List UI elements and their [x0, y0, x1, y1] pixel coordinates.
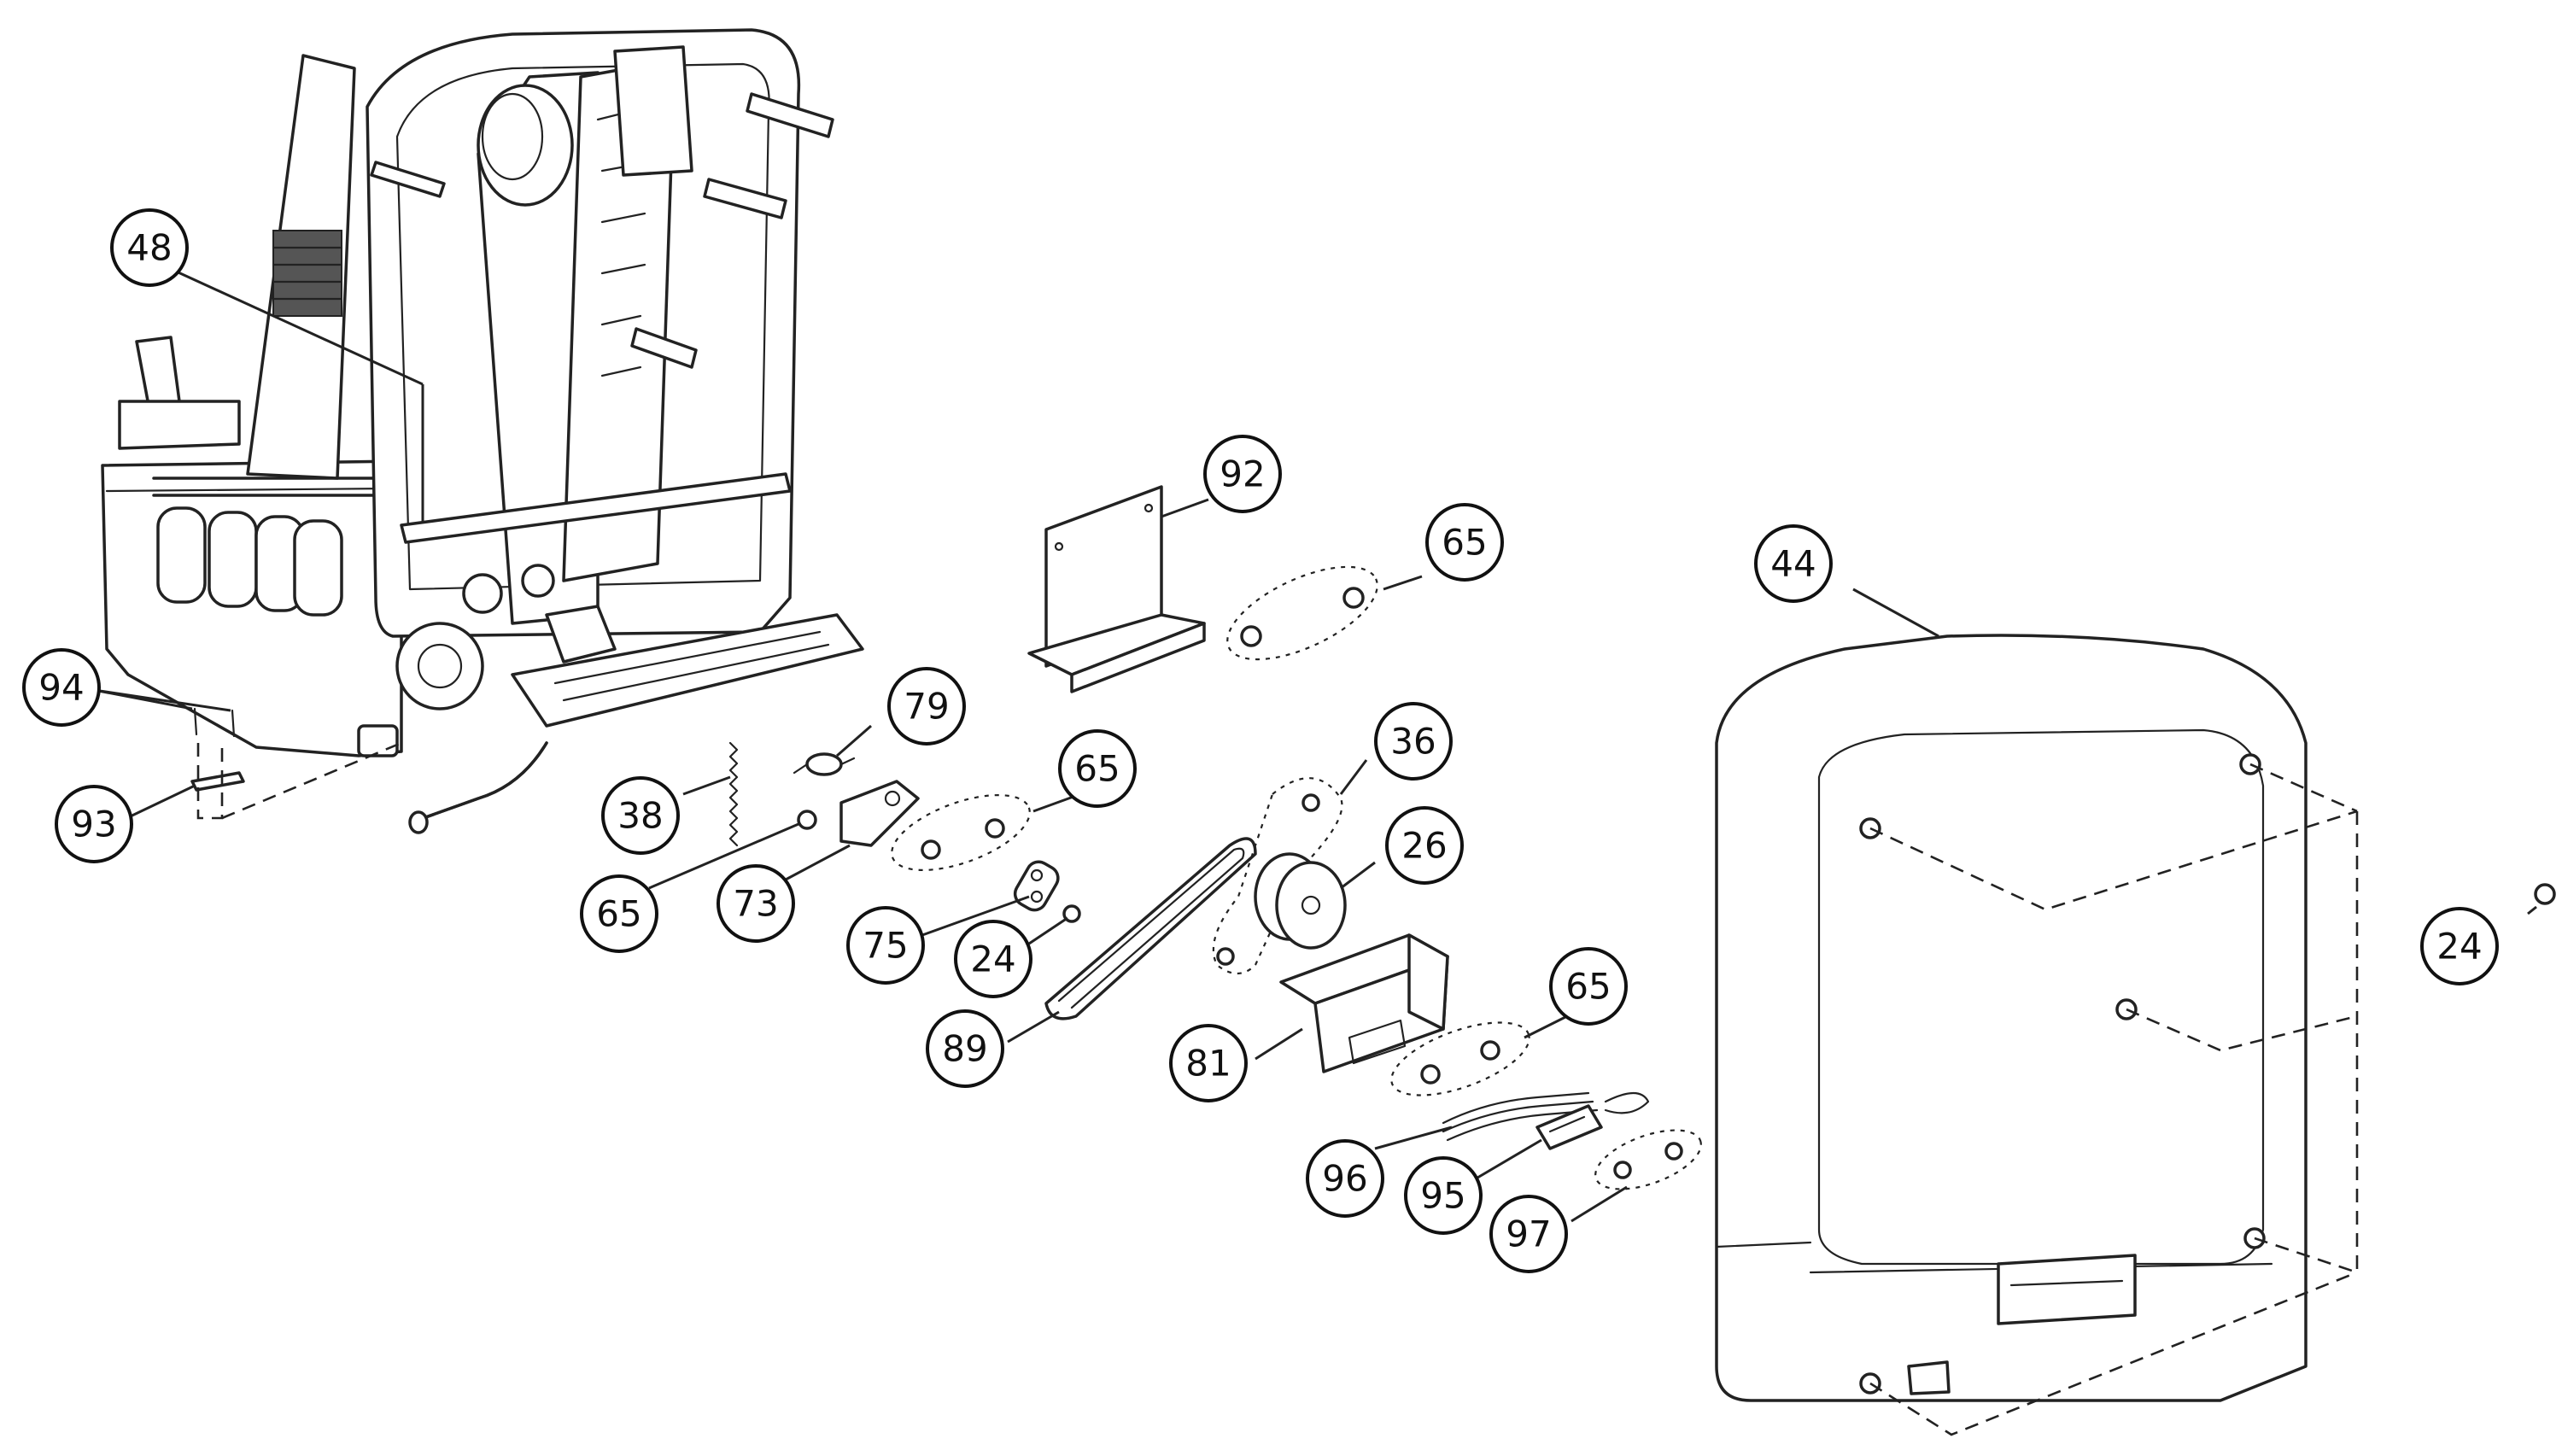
svg-text:44: 44 — [1770, 543, 1816, 585]
cover-44 — [1715, 588, 2308, 1402]
callout-48: 48 — [110, 208, 189, 287]
screw-group-65-middle — [891, 792, 1081, 871]
callout-38: 38 — [601, 776, 680, 855]
screw-24-right — [2527, 883, 2556, 915]
svg-text:93: 93 — [71, 804, 116, 845]
callout-24-right: 24 — [2420, 907, 2499, 985]
link-75 — [921, 860, 1060, 937]
screw-group-97 — [1571, 1129, 1702, 1223]
callout-26: 26 — [1385, 806, 1464, 885]
svg-text:26: 26 — [1401, 825, 1447, 867]
callout-93: 93 — [55, 785, 133, 863]
pulley-26 — [1254, 852, 1376, 950]
callout-95: 95 — [1404, 1156, 1483, 1235]
callout-75: 75 — [846, 906, 925, 985]
svg-text:95: 95 — [1420, 1175, 1465, 1217]
svg-text:89: 89 — [942, 1028, 987, 1070]
torsion-spring-79 — [793, 724, 872, 776]
callout-79: 79 — [887, 667, 966, 746]
callout-97: 97 — [1489, 1195, 1568, 1273]
callout-24-middle: 24 — [954, 920, 1032, 998]
svg-text:73: 73 — [733, 883, 778, 925]
svg-text:65: 65 — [596, 893, 641, 935]
svg-text:24: 24 — [970, 939, 1015, 980]
svg-text:65: 65 — [1565, 966, 1611, 1008]
callout-65-small: 65 — [580, 874, 658, 953]
bracket-81 — [1255, 933, 1449, 1073]
screw-group-65-upper — [1226, 565, 1423, 661]
svg-text:75: 75 — [863, 925, 908, 967]
callout-81: 81 — [1169, 1024, 1248, 1102]
svg-text:94: 94 — [38, 667, 84, 709]
callout-94: 94 — [22, 648, 101, 727]
svg-text:92: 92 — [1220, 453, 1265, 495]
screw-group-65-lower — [1390, 1015, 1568, 1096]
svg-text:81: 81 — [1185, 1043, 1231, 1085]
callout-65-upper: 65 — [1425, 503, 1504, 582]
callout-89: 89 — [926, 1009, 1004, 1088]
svg-text:65: 65 — [1442, 522, 1487, 564]
screw-65-small — [648, 810, 817, 890]
svg-text:97: 97 — [1506, 1213, 1551, 1255]
svg-text:24: 24 — [2436, 926, 2482, 968]
main-frame-assembly — [101, 28, 864, 834]
svg-text:79: 79 — [904, 686, 949, 728]
cover-guide-lines — [1869, 763, 2359, 1436]
spring-38 — [682, 741, 739, 847]
screw-24-middle — [1028, 904, 1081, 945]
bracket-92 — [1027, 485, 1206, 693]
svg-text:65: 65 — [1074, 748, 1120, 790]
svg-text:48: 48 — [126, 227, 172, 269]
callout-96: 96 — [1306, 1139, 1384, 1218]
svg-text:36: 36 — [1390, 721, 1436, 763]
callout-36: 36 — [1374, 702, 1453, 781]
callout-44: 44 — [1754, 524, 1833, 603]
svg-text:96: 96 — [1322, 1158, 1367, 1200]
svg-text:38: 38 — [617, 795, 663, 837]
callout-65-lower: 65 — [1549, 947, 1628, 1026]
belt-89 — [1007, 837, 1257, 1044]
harness-96 — [1374, 1091, 1650, 1150]
connector-95 — [1468, 1104, 1603, 1184]
leader-lines — [170, 267, 1209, 521]
callout-73: 73 — [717, 864, 795, 943]
callout-65-middle: 65 — [1058, 729, 1137, 808]
plate-73 — [785, 780, 920, 881]
callout-92: 92 — [1203, 435, 1282, 513]
pins-94 — [93, 688, 236, 738]
